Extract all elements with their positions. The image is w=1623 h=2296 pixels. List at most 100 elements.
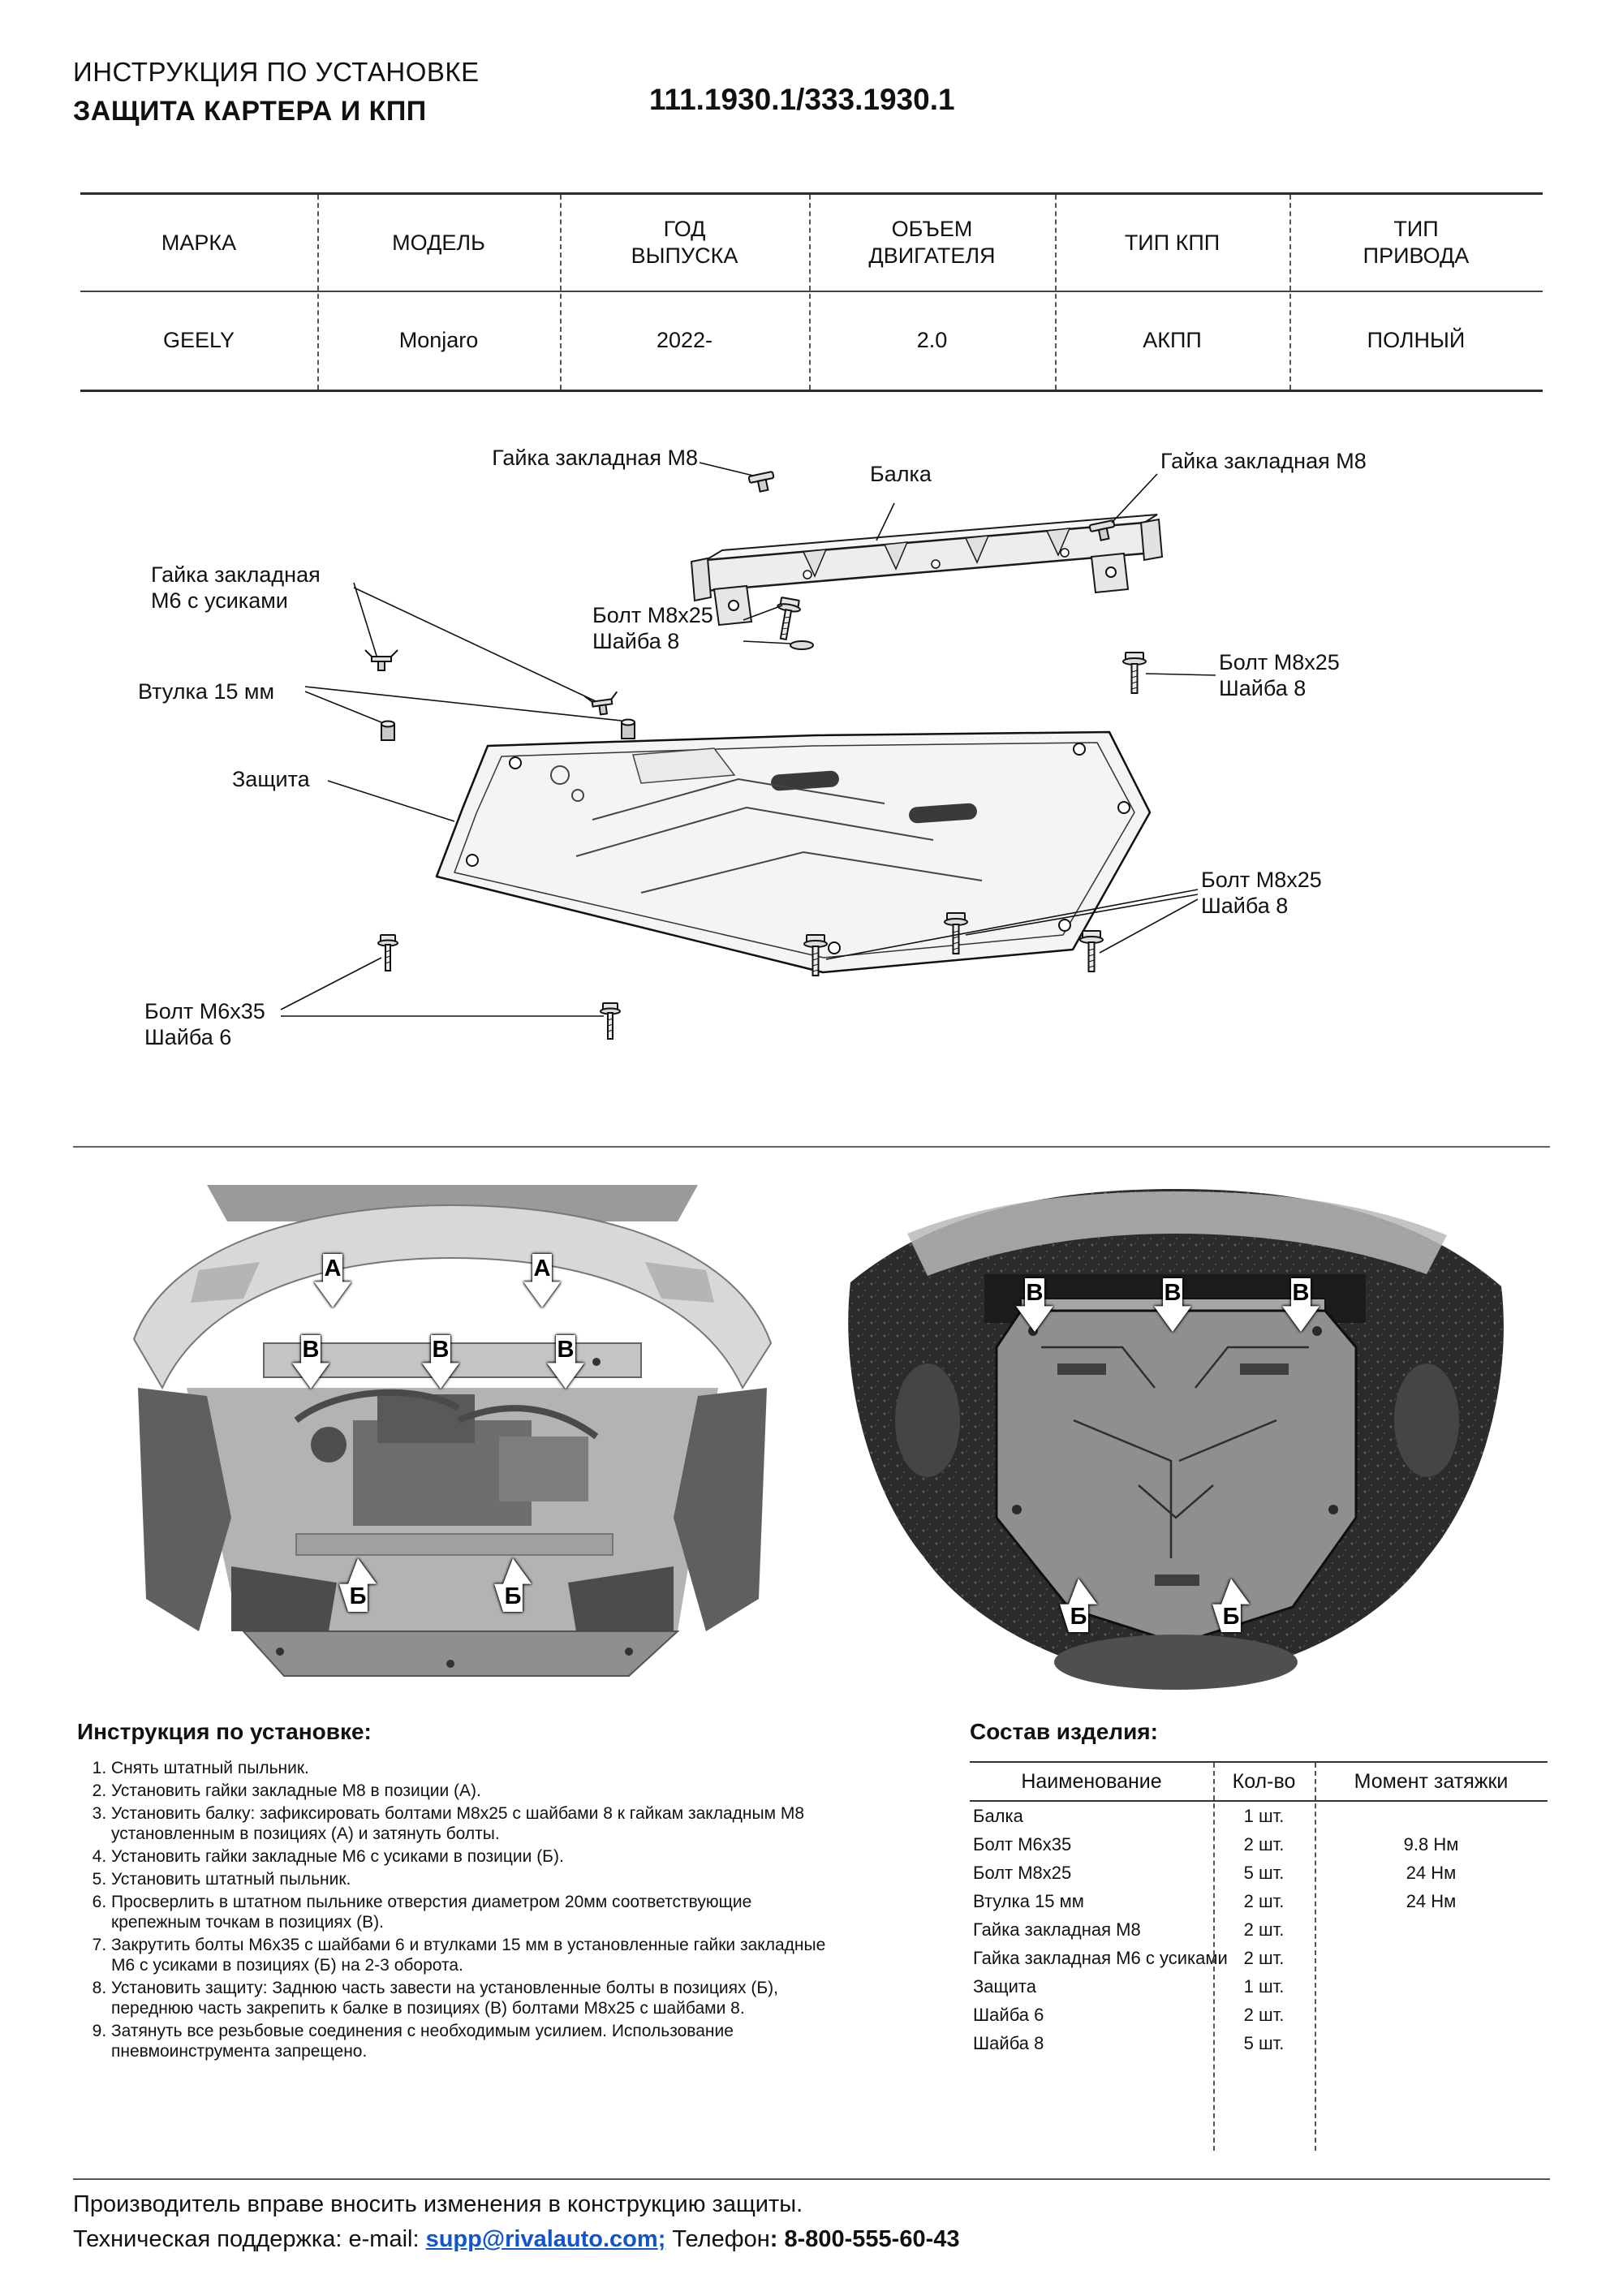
instruction-step: Установить гайки закладные М6 с усиками … [111, 1846, 836, 1867]
spec-value-drive: ПОЛНЫЙ [1367, 327, 1466, 352]
instructions-title: Инструкция по установке: [77, 1719, 372, 1744]
spec-header-model: МОДЕЛЬ [392, 230, 485, 255]
label-guard: Защита [232, 767, 310, 791]
parts-title: Состав изделия: [970, 1719, 1158, 1744]
instruction-step: Снять штатный пыльник. [111, 1758, 836, 1778]
spec-value-engine: 2.0 [916, 327, 948, 352]
label-beam: Балка [870, 462, 932, 486]
guard-plate-drawing [435, 730, 1152, 974]
bushing-icon [621, 718, 635, 739]
parts-row: Шайба 6 2 шт. [970, 2001, 1548, 2029]
position-marker-a: А [523, 1254, 561, 1307]
part-qty: 2 шт. [1243, 2004, 1285, 2025]
instruction-step: Установить гайки закладные М8 в позиции … [111, 1781, 836, 1801]
footer-divider [73, 2178, 1550, 2180]
bolt-m8-icon [771, 596, 803, 642]
part-qty: 2 шт. [1243, 1833, 1285, 1854]
parts-table: Наименование Кол-во Момент затяжки Балка… [970, 1761, 1548, 2151]
parts-divider [1315, 1763, 1316, 2151]
instruction-step: Установить балку: зафиксировать болтами … [111, 1803, 836, 1844]
parts-header-name: Наименование [1021, 1769, 1162, 1793]
footer-support: Техническая поддержка: e-mail: supp@riva… [73, 2226, 960, 2253]
label-nut-m6: Гайка закладная М6 с усиками [151, 562, 321, 613]
part-qty: 5 шт. [1243, 1862, 1285, 1883]
part-name: Шайба 8 [973, 2032, 1044, 2053]
vehicle-spec-table: МАРКА МОДЕЛЬ ГОД ВЫПУСКА ОБЪЕМ ДВИГАТЕЛЯ… [80, 192, 1543, 392]
support-prefix: Техническая поддержка: e-mail: [73, 2226, 426, 2252]
instruction-step: Затянуть все резьбовые соединения с необ… [111, 2021, 836, 2061]
label-nut-m8-right: Гайка закладная М8 [1160, 449, 1367, 473]
part-qty: 5 шт. [1243, 2032, 1285, 2053]
spec-header-gearbox: ТИП КПП [1124, 230, 1220, 255]
part-numbers: 111.1930.1/333.1930.1 [649, 83, 955, 116]
photo-after-drawing [830, 1177, 1522, 1700]
part-qty: 1 шт. [1243, 1975, 1285, 1997]
position-marker-v: В [1282, 1278, 1319, 1332]
spec-divider [317, 195, 319, 390]
spec-header-year: ГОД ВЫПУСКА [631, 217, 738, 268]
instructions-list: Снять штатный пыльник. Установить гайки … [77, 1758, 836, 2061]
position-marker-v: В [1154, 1278, 1191, 1332]
spec-header-row: МАРКА МОДЕЛЬ ГОД ВЫПУСКА ОБЪЕМ ДВИГАТЕЛЯ… [80, 195, 1543, 292]
section-divider [73, 1146, 1550, 1148]
instruction-step: Просверлить в штатном пыльнике отверстия… [111, 1892, 836, 1932]
position-marker-b: Б [494, 1558, 532, 1612]
part-qty: 2 шт. [1243, 1919, 1285, 1940]
part-torque: 24 Нм [1406, 1890, 1457, 1911]
part-name: Гайка закладная М6 с усиками [973, 1947, 1228, 1968]
beam-drawing [690, 514, 1164, 627]
footer-disclaimer: Производитель вправе вносить изменения в… [73, 2191, 803, 2217]
nut-m8-icon [747, 470, 777, 494]
parts-row: Болт М6х35 2 шт. 9.8 Нм [970, 1830, 1548, 1859]
parts-row: Втулка 15 мм 2 шт. 24 Нм [970, 1887, 1548, 1915]
part-torque: 9.8 Нм [1403, 1833, 1459, 1854]
parts-row: Защита 1 шт. [970, 1972, 1548, 2001]
parts-divider [1213, 1763, 1215, 2151]
support-phone: : 8-800-555-60-43 [769, 2226, 960, 2252]
spec-header-brand: МАРКА [161, 230, 237, 255]
spec-value-gearbox: АКПП [1143, 327, 1202, 352]
part-qty: 1 шт. [1243, 1805, 1285, 1826]
part-name: Втулка 15 мм [973, 1890, 1084, 1911]
spec-divider [809, 195, 811, 390]
parts-row: Шайба 8 5 шт. [970, 2029, 1548, 2057]
spec-header-drive: ТИП ПРИВОДА [1363, 217, 1470, 268]
instruction-step: Установить защиту: Заднюю часть завести … [111, 1978, 836, 2018]
leader-lines [280, 462, 1216, 1017]
instruction-step: Закрутить болты М6х35 с шайбами 6 и втул… [111, 1935, 836, 1975]
spec-value-model: Monjaro [398, 327, 479, 352]
parts-row: Гайка закладная М6 с усиками 2 шт. [970, 1944, 1548, 1972]
position-marker-v: В [1016, 1278, 1053, 1332]
part-name: Защита [973, 1975, 1036, 1997]
parts-header-row: Наименование Кол-во Момент затяжки [970, 1763, 1548, 1802]
spec-divider [560, 195, 562, 390]
spec-divider [1055, 195, 1057, 390]
part-torque: 24 Нм [1406, 1862, 1457, 1883]
support-email-link[interactable]: supp@rivalauto.com [425, 2226, 658, 2252]
label-bushing: Втулка 15 мм [138, 679, 275, 704]
photo-underside-after: В В В Б Б [830, 1177, 1522, 1700]
photo-underside-before: А А В В В Б Б [110, 1177, 795, 1700]
position-marker-a: А [314, 1254, 351, 1307]
parts-row: Болт М8х25 5 шт. 24 Нм [970, 1859, 1548, 1887]
bushing-icon [381, 720, 395, 741]
label-bolt-m8-right: Болт М8х25 Шайба 8 [1219, 650, 1340, 700]
position-marker-b: Б [1212, 1579, 1250, 1632]
part-name: Балка [973, 1805, 1023, 1826]
label-bolt-m8-bottom: Болт М8х25 Шайба 8 [1201, 868, 1322, 918]
spec-divider [1289, 195, 1291, 390]
exploded-diagram: Гайка закладная М8 Балка Гайка закладная… [73, 438, 1558, 1120]
phone-label: Телефон [665, 2226, 770, 2252]
label-bolt-m6: Болт М6х35 Шайба 6 [144, 999, 265, 1049]
part-qty: 2 шт. [1243, 1890, 1285, 1911]
position-marker-v: В [547, 1335, 584, 1389]
label-bolt-m8-top: Болт М8х25 Шайба 8 [592, 603, 713, 653]
part-name: Болт М8х25 [973, 1862, 1072, 1883]
part-name: Шайба 6 [973, 2004, 1044, 2025]
bolt-m8-icon [1122, 652, 1147, 694]
parts-row: Гайка закладная М8 2 шт. [970, 1915, 1548, 1944]
spec-value-brand: GEELY [162, 327, 235, 352]
parts-header-torque: Момент затяжки [1354, 1769, 1509, 1793]
position-marker-b: Б [339, 1558, 377, 1612]
position-marker-v: В [422, 1335, 459, 1389]
